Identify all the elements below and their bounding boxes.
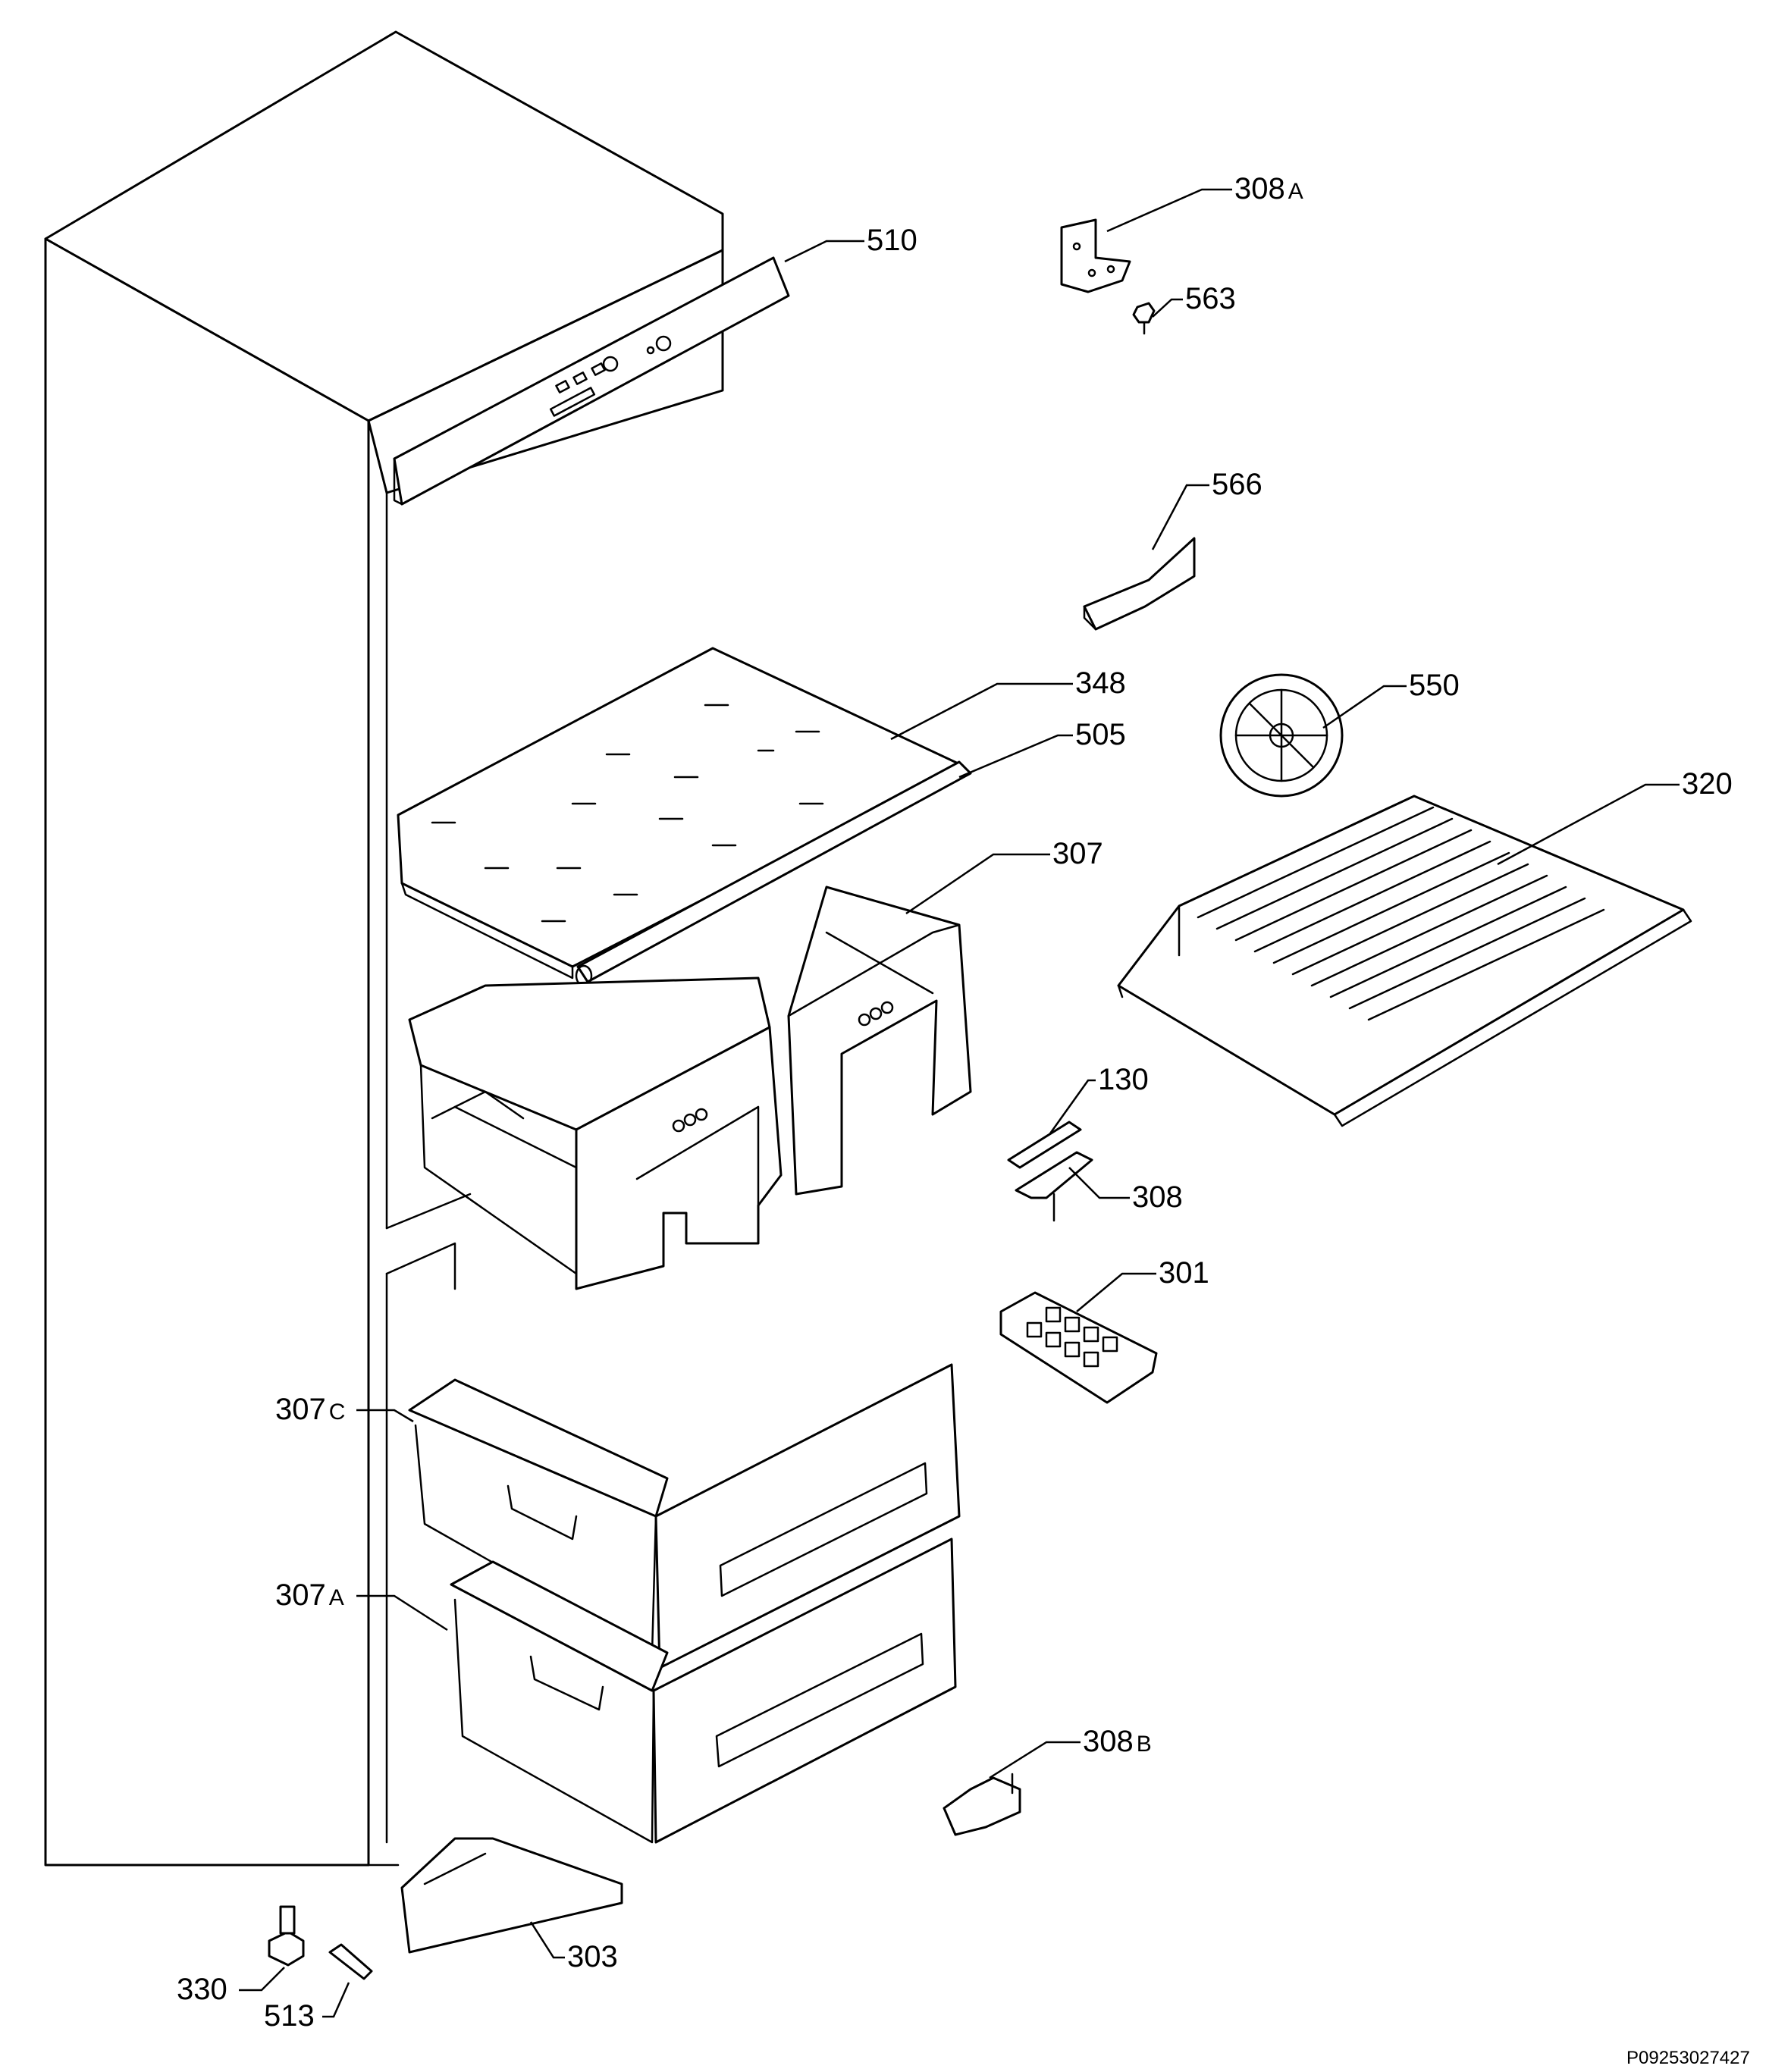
fan-guard <box>1219 673 1344 798</box>
control-panel <box>393 256 790 506</box>
hinge-bracket <box>1060 218 1131 293</box>
kickplate <box>400 1837 623 1954</box>
freezer-baskets-upper <box>408 886 972 1290</box>
label-348: 348 <box>1075 666 1126 700</box>
label-563: 563 <box>1185 282 1236 315</box>
label-510: 510 <box>867 224 917 257</box>
ice-tray <box>999 1291 1158 1404</box>
label-301: 301 <box>1159 1256 1209 1290</box>
freezer-drawer-bottom <box>450 1538 957 1844</box>
hinge-130 <box>1007 1121 1082 1169</box>
leader-lines <box>239 188 1680 2018</box>
freezer-drawer-middle <box>408 1363 961 1669</box>
label-320: 320 <box>1682 767 1733 801</box>
bracket-566 <box>1083 537 1196 631</box>
hinge-308 <box>1015 1151 1093 1222</box>
label-513: 513 <box>264 1999 315 2033</box>
label-303: 303 <box>567 1940 618 1973</box>
label-307: 307 <box>1052 837 1103 870</box>
label-130: 130 <box>1098 1063 1149 1096</box>
label-330: 330 <box>177 1973 227 2006</box>
label-550: 550 <box>1409 669 1460 702</box>
adjustable-foot <box>268 1905 305 1967</box>
clip-513 <box>328 1943 373 1980</box>
label-505: 505 <box>1075 718 1126 751</box>
fridge-cabinet <box>44 30 724 1867</box>
drawing-code: P09253027427 <box>1626 2048 1750 2068</box>
label-308: 308 <box>1132 1180 1183 1214</box>
hinge-308B <box>943 1773 1021 1836</box>
wire-shelf <box>1117 795 1692 1127</box>
screw-563 <box>1132 302 1156 335</box>
label-566: 566 <box>1212 468 1262 501</box>
